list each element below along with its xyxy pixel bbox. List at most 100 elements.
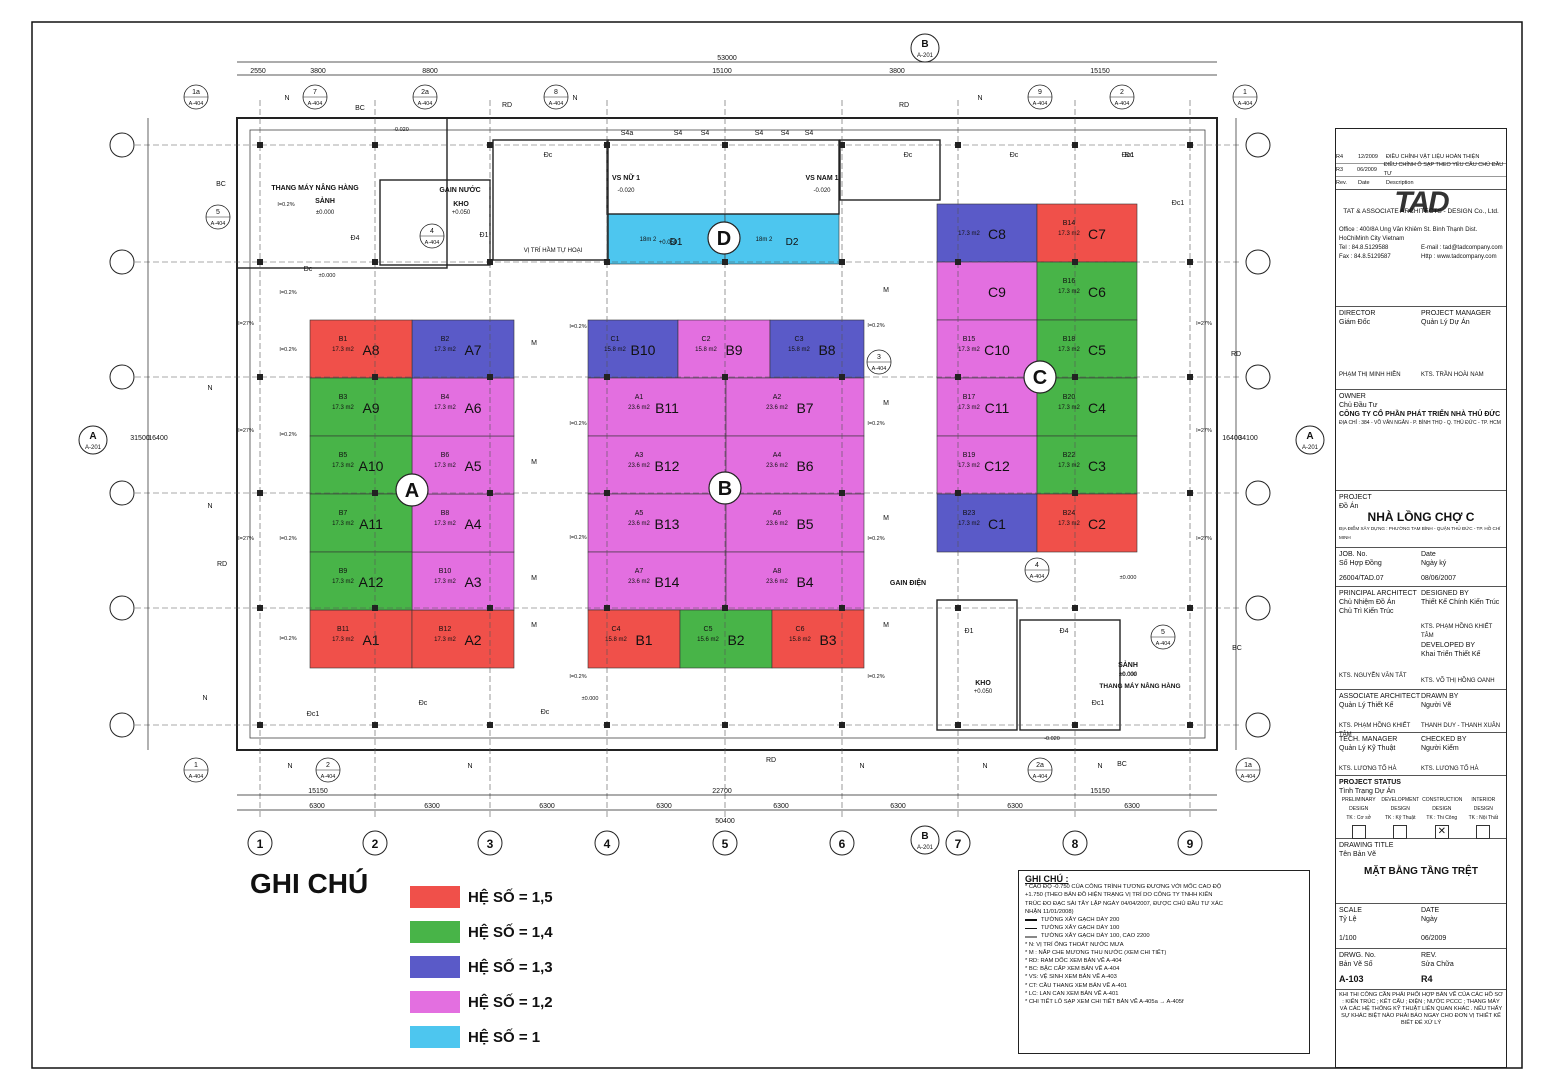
column	[955, 259, 961, 265]
plan-tag: I=0.2%	[277, 202, 294, 208]
column	[1187, 142, 1193, 148]
detail-sheet: A-404	[872, 366, 887, 372]
plan-tag: Đ4	[351, 235, 360, 242]
column	[1187, 490, 1193, 496]
status-checkbox	[1476, 825, 1491, 839]
zone-label: A10	[359, 458, 384, 474]
column	[372, 605, 378, 611]
zone-label: B3	[819, 632, 836, 648]
status-en: DEVELOPMENT DESIGN	[1381, 797, 1420, 812]
grid-bubble-row	[1245, 595, 1271, 621]
zone-d1: D1 18m 2	[606, 213, 726, 265]
plan-tag: M	[531, 575, 537, 582]
zone-sub-label: C6	[796, 626, 805, 633]
plan-tag: M	[883, 287, 889, 294]
zone-label: C7	[1088, 226, 1106, 242]
column	[955, 142, 961, 148]
building-inner	[249, 129, 1206, 739]
legend-item: HỆ SỐ = 1,2	[410, 987, 570, 1017]
plan-tag: Đc1	[307, 711, 320, 718]
zone-label: D1	[670, 237, 683, 248]
zone-sub-label: B4	[441, 394, 450, 401]
grid-bubble-row	[1245, 712, 1271, 738]
zone-area: 15.8 m2	[605, 637, 627, 643]
column	[955, 722, 961, 728]
zone-label: B12	[655, 458, 680, 474]
note-line: * BC: BẬC CẤP XEM BẢN VẼ A-404	[1025, 965, 1303, 973]
zone-area: 15.8 m2	[604, 347, 626, 353]
grid-bubble-row	[109, 132, 135, 158]
zone-sub-label: B20	[1063, 394, 1076, 401]
zone-fill	[936, 319, 1038, 379]
detail-num: 8	[554, 89, 558, 96]
legend-label: HỆ SỐ = 1,5	[468, 888, 553, 906]
room-label: SẢNH	[1118, 660, 1138, 669]
section-ref: A-201	[917, 53, 934, 59]
dim-text: 31500	[130, 435, 150, 442]
zone-fill	[606, 213, 726, 265]
legend-swatch	[410, 886, 460, 908]
note-line: +1.750 (THEO BẢN ĐỒ HIỆN TRẠNG VỊ TRÍ DO…	[1025, 891, 1303, 899]
dim-text: 8800	[422, 68, 438, 75]
zone-fill	[936, 203, 1038, 263]
plan-tag: S4	[674, 130, 683, 137]
zone-area: 17.3 m2	[434, 463, 456, 469]
zone-sub-label: B15	[963, 336, 976, 343]
plan-tag: ±0.000	[319, 273, 336, 279]
plan-tag: I=27%	[1196, 536, 1212, 542]
plan-tag: N	[284, 95, 289, 102]
column	[722, 142, 728, 148]
plan-tag: BC	[1232, 645, 1242, 652]
grid-axis-label: 8	[1072, 837, 1079, 851]
column	[487, 605, 493, 611]
column	[722, 605, 728, 611]
column	[1072, 259, 1078, 265]
zone-label: B7	[796, 400, 813, 416]
zone-label: C6	[1088, 284, 1106, 300]
zone-sub-label: B8	[441, 510, 450, 517]
grid-bubble-row	[109, 364, 135, 390]
column	[722, 259, 728, 265]
room-label: GAIN ĐIỆN	[890, 578, 926, 587]
grid-bubble-row	[1245, 364, 1271, 390]
column	[487, 722, 493, 728]
column	[1072, 142, 1078, 148]
zone-area: 17.3 m2	[958, 521, 980, 527]
dim-text: 6300	[424, 803, 440, 810]
zone-fill	[309, 551, 413, 611]
section-letter: B	[921, 39, 928, 50]
plan-tag: M	[531, 622, 537, 629]
zone-area: 23.6 m2	[766, 521, 788, 527]
room-label: THANG MÁY NÂNG HÀNG	[271, 183, 359, 192]
plan-tag: I=0.2%	[279, 536, 296, 542]
dim-text: 6300	[1007, 803, 1023, 810]
zone-label: C11	[985, 400, 1010, 416]
zone-area: 17.3 m2	[1058, 521, 1080, 527]
zone-fill	[771, 609, 865, 669]
plan-tag: Đ4	[1060, 628, 1069, 635]
zone-sub-label: B16	[1063, 278, 1076, 285]
room-outline	[492, 139, 609, 261]
grid-axis-label: 5	[722, 837, 729, 851]
detail-sheet: A-404	[1033, 101, 1048, 107]
zone-area: 18m 2	[640, 237, 657, 243]
plan-tag: BC	[355, 105, 365, 112]
grid-axis-label: 4	[604, 837, 611, 851]
legend-label: HỆ SỐ = 1,3	[468, 958, 553, 976]
zone-fill	[411, 609, 515, 669]
zone-area: 17.3 m2	[1058, 463, 1080, 469]
grid-bubble	[362, 830, 388, 856]
zone-area: 23.6 m2	[628, 463, 650, 469]
